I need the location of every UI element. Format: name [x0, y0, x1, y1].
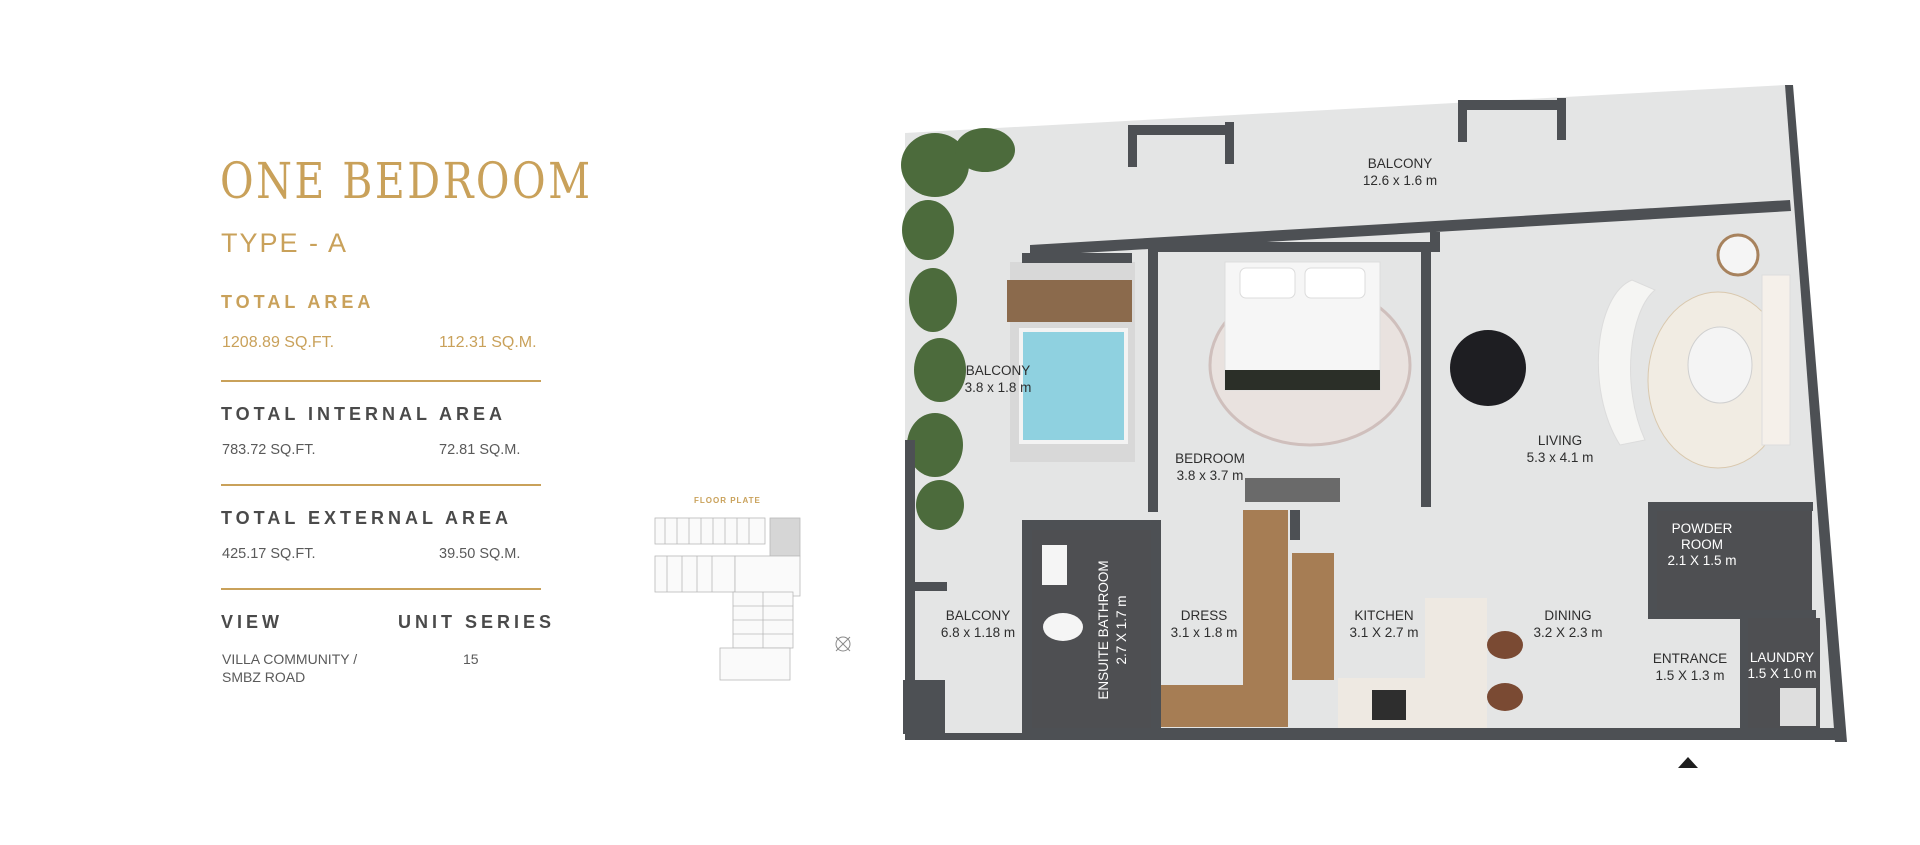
planter-greenery	[901, 128, 1015, 530]
wall-powder-left	[1648, 502, 1657, 615]
wall-bath-top	[1022, 520, 1160, 530]
room-size-bedroom: 3.8 x 3.7 m	[1177, 468, 1244, 483]
room-label-powder-1: POWDER	[1672, 521, 1733, 536]
washer-icon	[1780, 688, 1816, 726]
wall-bedroom-left	[1148, 242, 1158, 512]
view-value-line2: SMBZ ROAD	[222, 669, 306, 685]
pool-wall	[1022, 253, 1132, 263]
kitchen-cabinet	[1292, 553, 1334, 680]
powder-room-floor	[1652, 505, 1812, 615]
internal-area-heading: TOTAL INTERNAL AREA	[221, 404, 507, 424]
kitchen-island	[1425, 598, 1487, 728]
wall-bedroom-top	[1148, 242, 1430, 252]
sink-icon	[1042, 545, 1067, 585]
dress-panel	[1245, 478, 1340, 502]
bed	[1208, 261, 1412, 447]
unit-title: ONE BEDROOM	[220, 152, 593, 210]
toilet-icon	[1043, 613, 1083, 641]
wall-powder-top	[1648, 502, 1813, 511]
room-size-powder: 2.1 X 1.5 m	[1667, 553, 1736, 568]
wall-bath-right	[1151, 520, 1161, 735]
wall-bath-left	[1022, 520, 1032, 735]
entrance-arrow-icon	[1678, 757, 1698, 768]
wall-kitchen-left	[1290, 510, 1300, 540]
room-size-laundry: 1.5 X 1.0 m	[1747, 666, 1816, 681]
room-label-kitchen: KITCHEN	[1354, 608, 1413, 623]
room-label-balcony-top: BALCONY	[1368, 156, 1433, 171]
unit-series-heading: UNIT SERIES	[398, 612, 556, 632]
room-size-entrance: 1.5 X 1.3 m	[1655, 668, 1724, 683]
total-area-sqm: 112.31 SQ.M.	[439, 334, 537, 351]
room-label-ensuite: ENSUITE BATHROOM	[1096, 560, 1111, 699]
room-label-balcony-pool: BALCONY	[966, 363, 1031, 378]
wall-living-top-left	[1430, 232, 1440, 252]
internal-area-sqft: 783.72 SQ.FT.	[222, 442, 316, 458]
room-label-powder-2: ROOM	[1681, 537, 1723, 552]
living-furniture	[1450, 233, 1791, 469]
room-size-kitchen: 3.1 X 2.7 m	[1349, 625, 1418, 640]
plunge-pool	[1019, 328, 1128, 444]
room-size-dress: 3.1 x 1.8 m	[1171, 625, 1238, 640]
balcony-railing-blocks	[1128, 98, 1566, 167]
wall-corner-block	[903, 680, 945, 734]
floor-plate-label: FLOOR PLATE	[694, 496, 761, 505]
room-label-entrance: ENTRANCE	[1653, 651, 1727, 666]
internal-area-sqm: 72.81 SQ.M.	[439, 442, 521, 458]
plan-outer-wall	[1785, 85, 1847, 742]
room-size-balcony-top: 12.6 x 1.6 m	[1363, 173, 1437, 188]
external-area-sqm: 39.50 SQ.M.	[439, 546, 521, 562]
wall-bedroom-right	[1421, 242, 1431, 507]
compass-icon	[835, 636, 851, 652]
room-size-dining: 3.2 X 2.3 m	[1533, 625, 1602, 640]
room-label-laundry: LAUNDRY	[1750, 650, 1814, 665]
external-area-heading: TOTAL EXTERNAL AREA	[221, 508, 513, 528]
cooktop-icon	[1372, 690, 1406, 720]
divider	[221, 588, 541, 590]
room-size-living: 5.3 x 4.1 m	[1527, 450, 1594, 465]
room-size-balcony-pool: 3.8 x 1.8 m	[965, 380, 1032, 395]
view-heading: VIEW	[221, 612, 284, 632]
wall-bottom-left	[905, 733, 1025, 740]
total-area-heading: TOTAL AREA	[221, 292, 375, 312]
room-label-living: LIVING	[1538, 433, 1582, 448]
divider	[221, 484, 541, 486]
room-label-balcony-bottom: BALCONY	[946, 608, 1011, 623]
stool-icon	[1487, 631, 1523, 659]
view-value-line1: VILLA COMMUNITY /	[222, 651, 358, 667]
room-label-dress: DRESS	[1181, 608, 1228, 623]
unit-series-value: 15	[463, 651, 479, 667]
room-size-balcony-bottom: 6.8 x 1.18 m	[941, 625, 1015, 640]
dress-wardrobe-vertical	[1243, 510, 1288, 685]
wall-balcony-stub	[905, 582, 947, 591]
wall-laundry-left	[1740, 618, 1748, 730]
pool-deck	[1007, 280, 1132, 322]
external-area-sqft: 425.17 SQ.FT.	[222, 546, 316, 562]
wall-powder-bottom	[1648, 610, 1816, 619]
dress-wardrobe-horizontal	[1161, 685, 1288, 727]
wall-bottom	[1022, 728, 1840, 740]
floor-plate-keymap	[654, 517, 801, 681]
room-label-dining: DINING	[1544, 608, 1591, 623]
unit-type: TYPE - A	[221, 228, 349, 258]
room-size-ensuite: 2.7 X 1.7 m	[1114, 595, 1129, 664]
stool-icon	[1487, 683, 1523, 711]
view-value: VILLA COMMUNITY / SMBZ ROAD	[222, 650, 382, 686]
room-label-bedroom: BEDROOM	[1175, 451, 1245, 466]
total-area-sqft: 1208.89 SQ.FT.	[222, 334, 335, 351]
divider	[221, 380, 541, 382]
